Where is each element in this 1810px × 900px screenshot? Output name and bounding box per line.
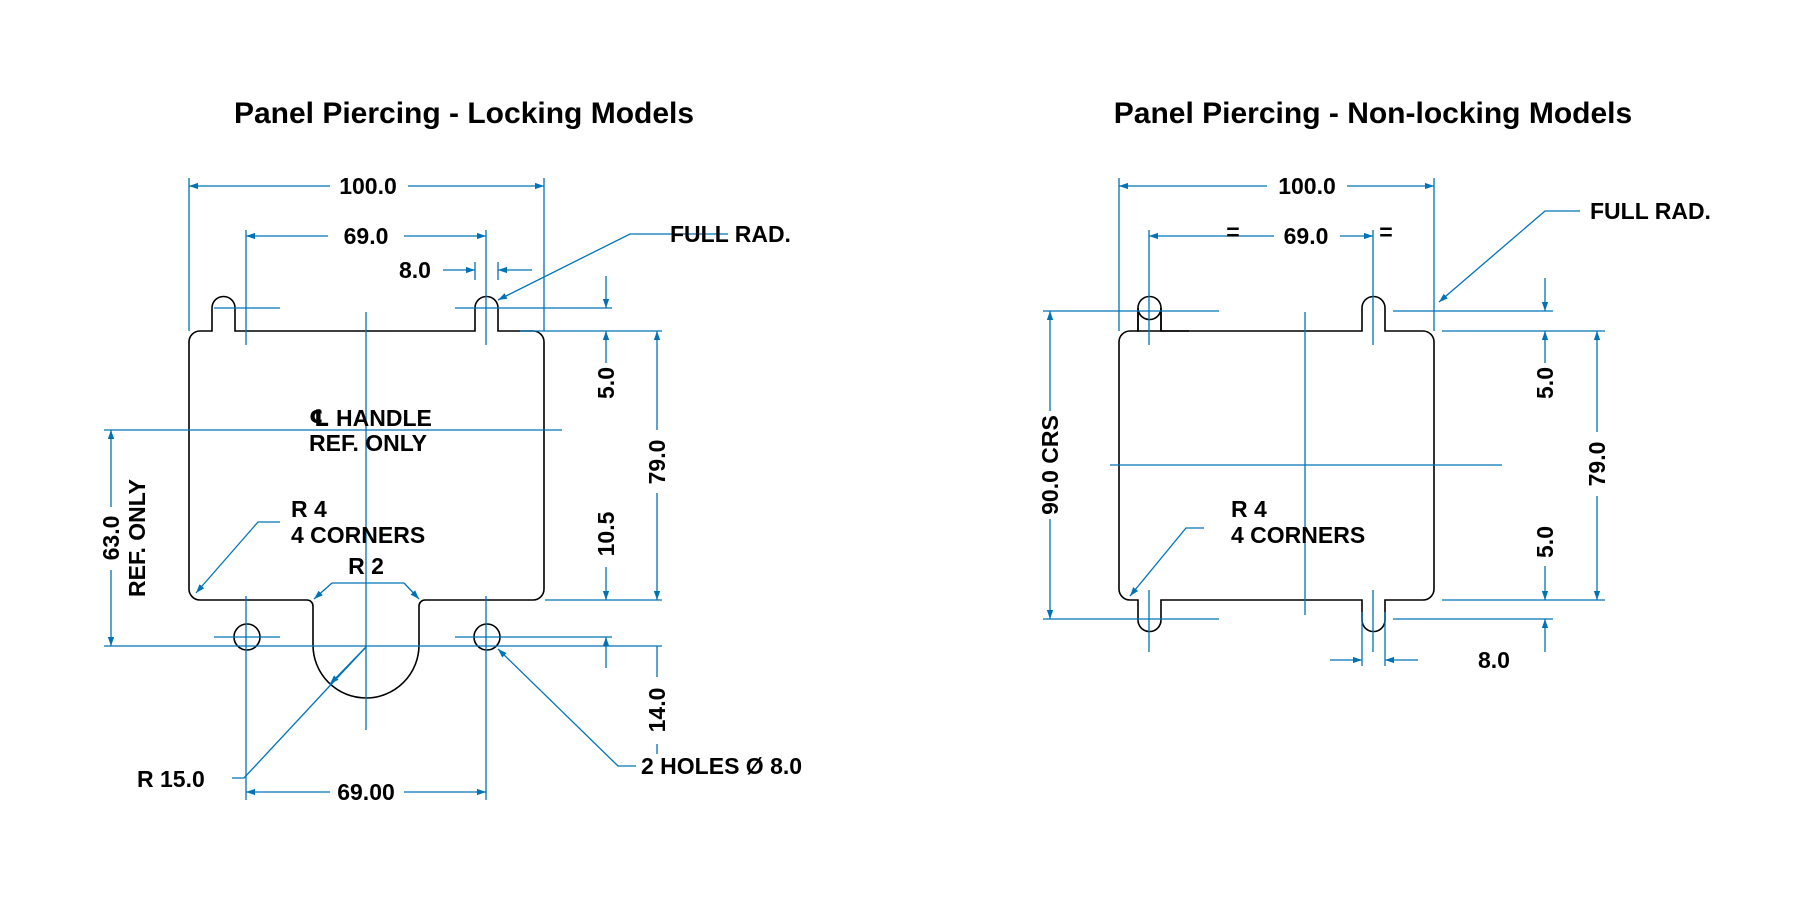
- locking-handle-label: ℄ HANDLE: [309, 405, 432, 431]
- nonlocking-dim-slot-width: 8.0: [1478, 647, 1510, 673]
- locking-title: Panel Piercing - Locking Models: [234, 97, 694, 130]
- nonlocking-dim-top-offset: 5.0: [1532, 367, 1558, 399]
- locking-handle-ref: REF. ONLY: [309, 430, 427, 456]
- locking-corner-count: 4 CORNERS: [291, 522, 425, 548]
- nonlocking-dim-slot-spacing: 69.0: [1284, 223, 1329, 249]
- locking-handle-radius: R 15.0: [137, 766, 205, 792]
- nonlocking-corner-radius: R 4: [1231, 496, 1267, 522]
- locking-dim-top-offset: 5.0: [593, 367, 619, 399]
- locking-dim-bottom-offset: 10.5: [593, 511, 619, 556]
- nonlocking-dim-crs: 90.0 CRS: [1037, 415, 1063, 515]
- locking-dim-slot-width: 8.0: [399, 257, 431, 283]
- nonlocking-equal-left: =: [1226, 219, 1239, 245]
- locking-dim-height: 79.0: [644, 440, 670, 485]
- nonlocking-dim-bottom-offset: 5.0: [1532, 526, 1558, 558]
- nonlocking-drawing: Panel Piercing - Non-locking Models: [1037, 97, 1711, 673]
- nonlocking-dim-height: 79.0: [1584, 442, 1610, 487]
- locking-dim-handle-ref: REF. ONLY: [124, 479, 150, 597]
- locking-corner-radius: R 4: [291, 496, 327, 522]
- locking-dimension-lines: [104, 178, 728, 800]
- locking-dim-handle-height: 63.0: [98, 516, 124, 561]
- nonlocking-equal-right: =: [1379, 219, 1392, 245]
- locking-holes-note: 2 HOLES Ø 8.0: [641, 753, 802, 779]
- locking-dim-slot-spacing: 69.0: [344, 223, 389, 249]
- nonlocking-panel-body: [1118, 295, 1435, 633]
- locking-note-full-rad: FULL RAD.: [670, 221, 791, 247]
- locking-dim-overall-width: 100.0: [339, 173, 397, 199]
- locking-dim-hole-spacing: 69.00: [337, 779, 395, 805]
- locking-notch-radius: R 2: [348, 553, 384, 579]
- nonlocking-dimension-lines: [1043, 178, 1605, 666]
- nonlocking-title: Panel Piercing - Non-locking Models: [1114, 97, 1632, 130]
- nonlocking-dim-overall-width: 100.0: [1278, 173, 1336, 199]
- nonlocking-note-full-rad: FULL RAD.: [1590, 198, 1711, 224]
- locking-dim-extension: 14.0: [644, 688, 670, 733]
- nonlocking-corner-count: 4 CORNERS: [1231, 522, 1365, 548]
- locking-drawing: Panel Piercing - Locking Models: [98, 97, 802, 805]
